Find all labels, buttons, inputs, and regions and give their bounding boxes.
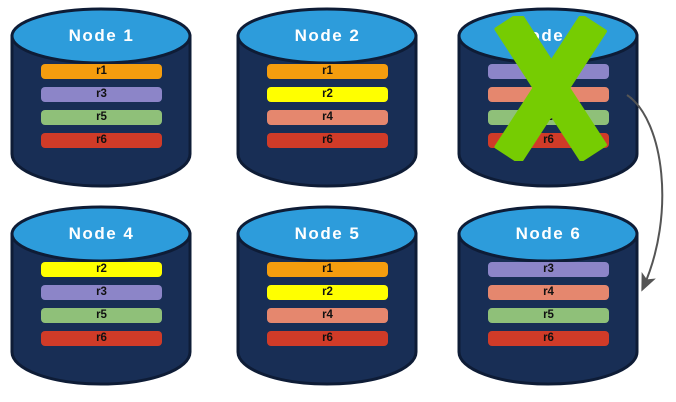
replica-list-6: r3 r4 r5 r6	[488, 262, 609, 354]
replica-row[interactable]: r5	[488, 308, 609, 323]
replica-row[interactable]: r5	[488, 110, 609, 125]
replica-row[interactable]: r4	[488, 87, 609, 102]
replica-row[interactable]: r6	[267, 133, 388, 148]
node-cylinder-1[interactable]: Node 1 r1 r3 r5 r6	[8, 6, 195, 189]
replica-row[interactable]: r5	[41, 308, 162, 323]
replica-row[interactable]: r2	[41, 262, 162, 277]
replica-list-4: r2 r3 r5 r6	[41, 262, 162, 354]
replica-list-2: r1 r2 r4 r6	[267, 64, 388, 156]
replica-row[interactable]: r4	[267, 110, 388, 125]
replica-row[interactable]: r3	[41, 285, 162, 300]
replica-row[interactable]: r1	[41, 64, 162, 79]
node-cylinder-2[interactable]: Node 2 r1 r2 r4 r6	[234, 6, 421, 189]
replica-row[interactable]: r5	[41, 110, 162, 125]
replica-list-1: r1 r3 r5 r6	[41, 64, 162, 156]
replica-list-5: r1 r2 r4 r6	[267, 262, 388, 354]
replica-row[interactable]: r2	[267, 285, 388, 300]
replica-row[interactable]: r3	[488, 262, 609, 277]
replica-row[interactable]: r6	[41, 133, 162, 148]
node-cylinder-4[interactable]: Node 4 r2 r3 r5 r6	[8, 204, 195, 387]
replica-row[interactable]: r6	[41, 331, 162, 346]
replica-row[interactable]: r3	[488, 64, 609, 79]
node-cylinder-5[interactable]: Node 5 r1 r2 r4 r6	[234, 204, 421, 387]
replica-list-3: r3 r4 r5 r6	[488, 64, 609, 156]
replica-row[interactable]: r4	[488, 285, 609, 300]
replica-row[interactable]: r4	[267, 308, 388, 323]
replica-row[interactable]: r6	[488, 331, 609, 346]
replica-row[interactable]: r3	[41, 87, 162, 102]
node-cylinder-6[interactable]: Node 6 r3 r4 r5 r6	[455, 204, 642, 387]
replica-row[interactable]: r1	[267, 262, 388, 277]
replica-row[interactable]: r6	[267, 331, 388, 346]
replica-row[interactable]: r1	[267, 64, 388, 79]
node-cylinder-3[interactable]: Node 3 r3 r4 r5 r6	[455, 6, 642, 189]
replica-row[interactable]: r2	[267, 87, 388, 102]
replica-row[interactable]: r6	[488, 133, 609, 148]
